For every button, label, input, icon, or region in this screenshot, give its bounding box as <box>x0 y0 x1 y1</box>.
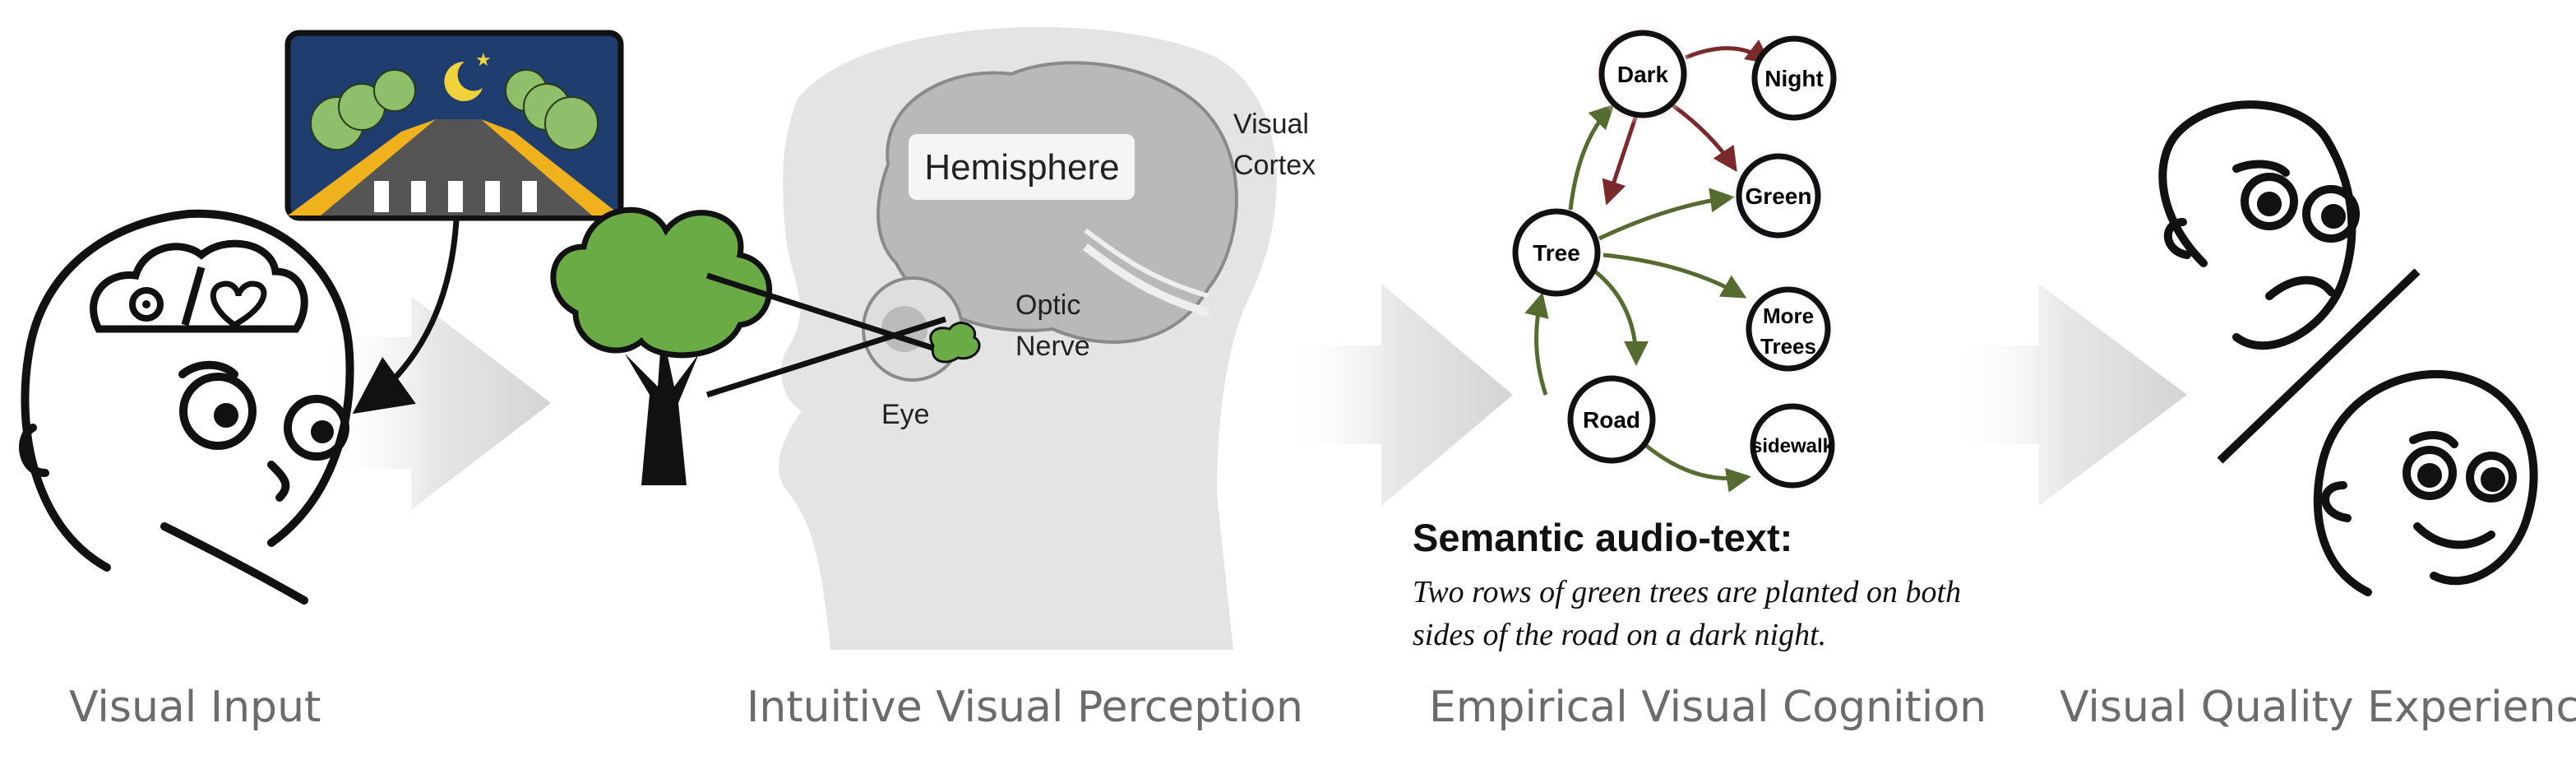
scene-to-head-arrow <box>352 220 460 415</box>
divider-slash <box>2217 268 2421 464</box>
node-night: Night <box>1751 35 1837 121</box>
stage-label-experience: Visual Quality Experience <box>2060 683 2576 732</box>
node-night-label: Night <box>1764 66 1824 91</box>
flow-arrow-3 <box>1949 284 2187 506</box>
night-road-scene: ★ <box>284 30 624 221</box>
moon-icon: ★ <box>444 49 492 101</box>
stage-label-input: Visual Input <box>69 683 321 732</box>
node-more-trees: More Trees <box>1741 281 1836 377</box>
semantic-title: Semantic audio-text: <box>1413 516 1793 559</box>
retina-tree-icon <box>929 322 981 364</box>
optic-nerve-label-2: Nerve <box>1015 331 1090 362</box>
hemisphere-label-bg <box>909 134 1135 200</box>
gear-icon <box>129 287 164 322</box>
optic-nerve-label-1: Optic <box>1015 290 1080 321</box>
unhappy-face <box>2158 100 2360 350</box>
node-dark: Dark <box>1592 23 1694 125</box>
brain-thought-cloud <box>90 239 308 333</box>
tree-icon <box>550 206 773 485</box>
svg-text:★: ★ <box>475 49 492 70</box>
flow-arrow-1 <box>321 296 551 510</box>
node-tree-label: Tree <box>1533 240 1580 266</box>
scene-trees-icon <box>310 69 599 151</box>
hemisphere-label: Hemisphere <box>924 147 1119 188</box>
node-more-trees-label-2: Trees <box>1760 334 1816 359</box>
semantic-text: Two rows of green trees are planted on b… <box>1413 571 2087 656</box>
viewer-head <box>19 209 354 605</box>
sight-lines <box>705 272 947 398</box>
stage-label-cognition: Empirical Visual Cognition <box>1429 683 1987 732</box>
node-road: Road <box>1567 375 1656 464</box>
crosswalk <box>374 181 537 212</box>
semantic-line-1: Two rows of green trees are planted on b… <box>1413 575 1962 609</box>
node-road-label: Road <box>1583 407 1640 433</box>
node-dark-label: Dark <box>1617 62 1669 87</box>
brain-icon <box>876 61 1238 344</box>
heart-icon <box>210 280 267 329</box>
visual-cortex-label-1: Visual <box>1233 109 1309 140</box>
node-tree: Tree <box>1512 208 1601 297</box>
eye-label: Eye <box>881 399 930 430</box>
stage-label-perception: Intuitive Visual Perception <box>747 683 1303 732</box>
visual-cortex-label-2: Cortex <box>1233 150 1316 181</box>
semantic-line-2: sides of the road on a dark night. <box>1413 618 1827 652</box>
node-more-trees-label-1: More <box>1763 304 1814 328</box>
happy-face <box>2313 369 2538 596</box>
node-sidewalk: sidewalk <box>1750 403 1835 489</box>
node-sidewalk-label: sidewalk <box>1751 435 1834 457</box>
flow-arrow-2 <box>1283 284 1513 506</box>
node-green-label: Green <box>1746 183 1812 209</box>
node-green: Green <box>1729 146 1828 245</box>
